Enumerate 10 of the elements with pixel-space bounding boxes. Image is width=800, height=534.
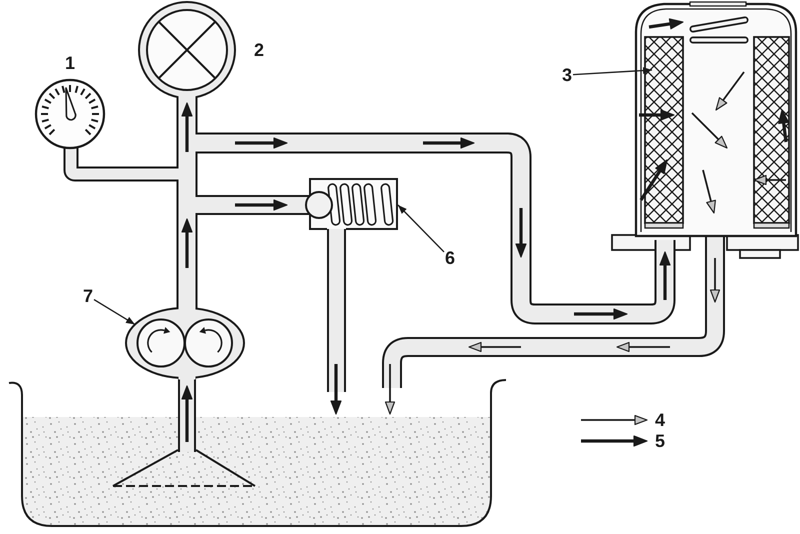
leader-line — [572, 67, 652, 76]
legend-label: 4 — [654, 411, 666, 429]
callout-number: 7 — [82, 287, 94, 305]
callout-number: 3 — [561, 66, 573, 84]
callout-number: 1 — [64, 54, 76, 72]
callout-number: 2 — [253, 41, 265, 59]
legend-label: 5 — [654, 432, 666, 450]
leader-line — [398, 204, 444, 252]
callout-number: 6 — [444, 249, 456, 267]
leader-line — [94, 299, 136, 326]
